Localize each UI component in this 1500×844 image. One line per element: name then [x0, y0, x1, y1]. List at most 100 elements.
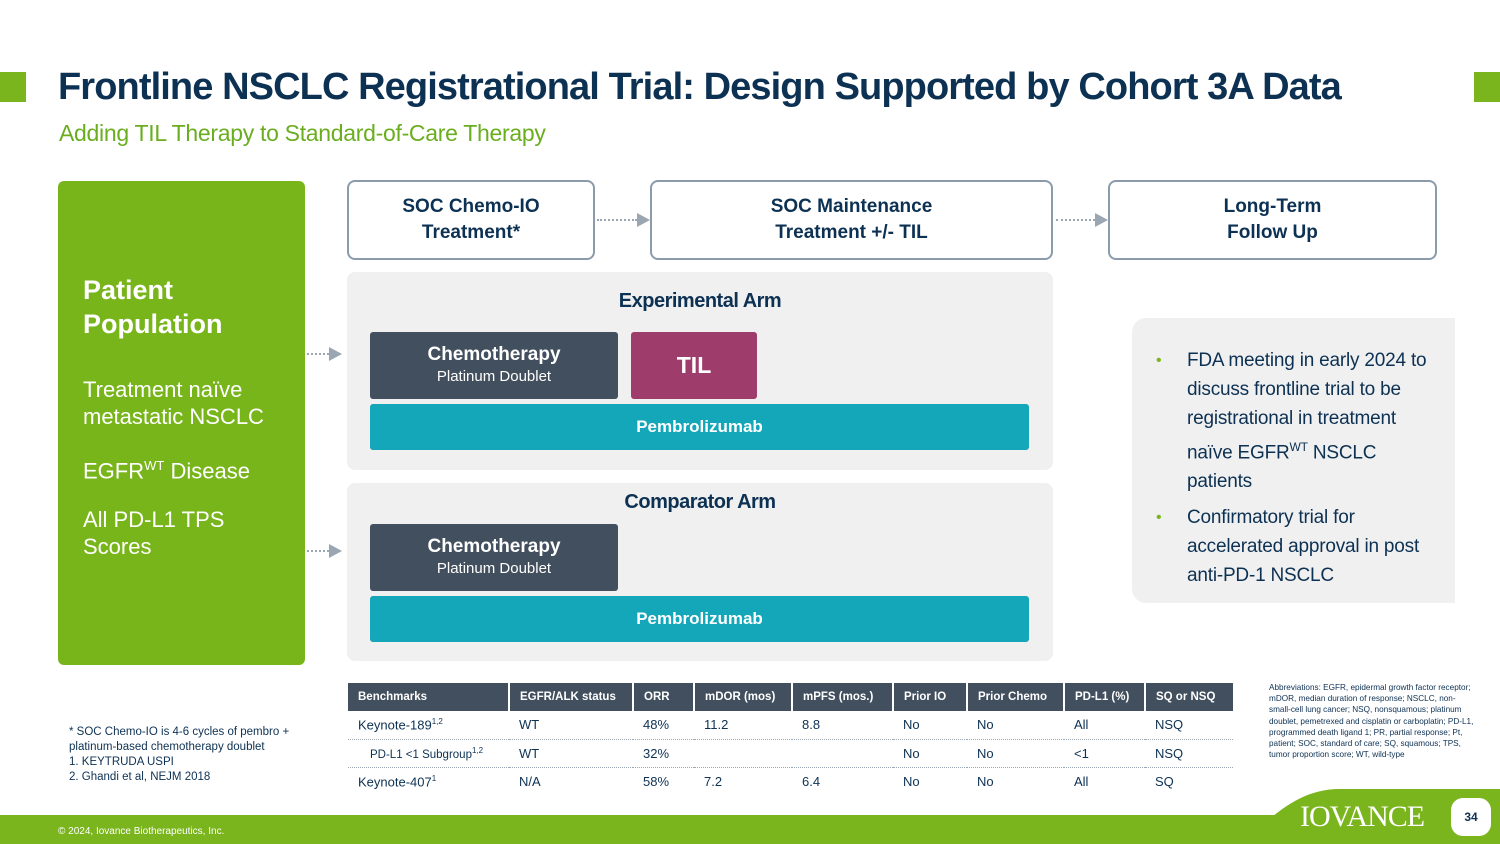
table-cell: No: [977, 773, 994, 789]
patient-population-panel: Patient Population Treatment naïve metas…: [58, 181, 305, 665]
bullet-text-main: FDA meeting in early 2024 to discuss fro…: [1187, 350, 1427, 464]
bullet-dot-icon: •: [1156, 509, 1162, 527]
table-cell: No: [967, 739, 1064, 768]
chemotherapy-sublabel: Platinum Doublet: [436, 560, 552, 577]
table-cell: [694, 739, 792, 768]
population-item-superscript: WT: [144, 458, 165, 473]
population-item-text: EGFR: [83, 458, 145, 484]
bullet-superscript: WT: [1289, 440, 1308, 454]
til-block: TIL: [631, 332, 757, 399]
table-cell: SQ: [1155, 773, 1174, 789]
population-item-treatment-naive: Treatment naïve metastatic NSCLC: [83, 376, 283, 430]
table-cell: No: [893, 739, 967, 768]
table-cell: NSQ: [1145, 739, 1233, 768]
table-cell: 6.4: [802, 773, 821, 789]
table-row: Keynote-4071 N/A 58% 7.2 6.4 No No All S…: [348, 767, 1233, 795]
benchmark-ref: 1,2: [471, 745, 484, 755]
table-cell: No: [967, 711, 1064, 740]
bullet-item: • FDA meeting in early 2024 to discuss f…: [1156, 346, 1435, 496]
experimental-pembrolizumab-bar: Pembrolizumab: [370, 404, 1029, 450]
bullet-text-after: NSCLC patients: [1187, 442, 1377, 493]
page-title: Frontline NSCLC Registrational Trial: De…: [58, 66, 1342, 108]
comparator-chemotherapy-block: Chemotherapy Platinum Doublet: [370, 524, 618, 591]
phase-soc-maintenance: SOC Maintenance Treatment +/- TIL: [650, 180, 1053, 260]
table-cell: [792, 739, 893, 768]
table-cell: WT: [509, 739, 633, 768]
bullet-item: • Confirmatory trial for accelerated app…: [1156, 503, 1435, 590]
column-header: Benchmarks: [348, 683, 510, 711]
dotted-connector: [307, 353, 329, 355]
phase-soc-chemo-io: SOC Chemo-IO Treatment*: [347, 180, 595, 260]
table-cell: 11.2: [694, 711, 792, 740]
table-cell: NSQ: [1145, 711, 1233, 740]
abbreviations-note: Abbreviations: EGFR, epidermal growth fa…: [1269, 683, 1474, 760]
experimental-arm-title: Experimental Arm: [618, 290, 782, 312]
benchmark-ref: 1: [431, 773, 437, 783]
column-header: ORR: [633, 683, 695, 711]
page-number: 34: [1451, 798, 1491, 836]
column-header: mPFS (mos.): [792, 683, 894, 711]
table-cell: PD-L1 <1 Subgroup1,2: [348, 739, 509, 768]
table-cell: Keynote-4071: [348, 767, 509, 795]
arrow-right-icon: [329, 544, 342, 558]
column-header: mDOR (mos): [694, 683, 793, 711]
column-header: Prior IO: [893, 683, 968, 711]
chemotherapy-label: Chemotherapy: [427, 344, 561, 365]
key-points-panel: • FDA meeting in early 2024 to discuss f…: [1132, 318, 1455, 603]
table-cell: 58%: [643, 773, 670, 789]
table-cell: 32%: [633, 739, 694, 768]
column-header: SQ or NSQ: [1145, 683, 1233, 711]
table-cell: All: [1074, 773, 1089, 789]
bullet-dot-icon: •: [1156, 352, 1162, 369]
chemotherapy-label: Chemotherapy: [427, 536, 561, 557]
comparator-pembrolizumab-bar: Pembrolizumab: [370, 596, 1029, 642]
copyright-text: © 2024, Iovance Biotherapeutics, Inc.: [58, 826, 225, 837]
arrow-right-icon: [1095, 213, 1108, 227]
table-row: Keynote-1891,2 WT 48% 11.2 8.8 No No All…: [348, 711, 1233, 740]
patient-population-title: Patient Population: [83, 275, 223, 339]
benchmark-name: Keynote-189: [358, 717, 432, 733]
table-cell: <1: [1064, 739, 1145, 768]
table-cell: 48%: [633, 711, 694, 740]
footnotes: * SOC Chemo-IO is 4-6 cycles of pembro +…: [69, 725, 309, 785]
table-cell: All: [1064, 711, 1145, 740]
experimental-chemotherapy-block: Chemotherapy Platinum Doublet: [370, 332, 618, 399]
dotted-connector: [597, 219, 637, 221]
arrow-right-icon: [329, 347, 342, 361]
population-item-text: All PD-L1 TPS Scores: [83, 507, 225, 560]
table-cell: 8.8: [792, 711, 893, 740]
column-header: PD-L1 (%): [1064, 683, 1146, 711]
footnote: * SOC Chemo-IO is 4-6 cycles of pembro +…: [69, 726, 290, 753]
comparator-arm-title: Comparator Arm: [624, 491, 776, 513]
table-cell: No: [893, 711, 967, 740]
iovance-logo: IOVANCE: [1300, 800, 1425, 833]
footer-band: [0, 815, 1500, 844]
accent-square-right: [1474, 72, 1500, 102]
column-header: Prior Chemo: [967, 683, 1065, 711]
table-row: PD-L1 <1 Subgroup1,2 WT 32% No No <1 NSQ: [348, 739, 1233, 768]
accent-square-left: [0, 72, 26, 102]
benchmarks-table: Benchmarks EGFR/ALK status ORR mDOR (mos…: [348, 683, 1233, 795]
benchmark-name: Keynote-407: [358, 773, 432, 789]
arrow-right-icon: [637, 213, 650, 227]
population-item-text-after: Disease: [164, 458, 250, 484]
phase-long-term-follow-up: Long-Term Follow Up: [1108, 180, 1437, 260]
population-item-pdl1: All PD-L1 TPS Scores: [83, 506, 283, 560]
table-header-row: Benchmarks EGFR/ALK status ORR mDOR (mos…: [348, 683, 1233, 711]
footnote: 1. KEYTRUDA USPI: [69, 756, 174, 768]
chemotherapy-sublabel: Platinum Doublet: [436, 368, 552, 385]
table-cell: No: [903, 773, 920, 789]
bullet-text: Confirmatory trial for accelerated appro…: [1187, 507, 1420, 587]
benchmark-ref: 1,2: [431, 717, 443, 727]
page-subtitle: Adding TIL Therapy to Standard-of-Care T…: [59, 120, 546, 146]
table-cell: Keynote-1891,2: [348, 711, 509, 740]
population-item-text: Treatment naïve metastatic NSCLC: [83, 377, 264, 429]
bullet-text: FDA meeting in early 2024 to discuss fro…: [1187, 346, 1435, 496]
footnote: 2. Ghandi et al, NEJM 2018: [69, 771, 211, 783]
benchmark-name: PD-L1 <1 Subgroup: [370, 748, 472, 761]
table-cell: 7.2: [704, 773, 723, 789]
table-cell: WT: [509, 711, 633, 740]
dotted-connector: [1056, 219, 1095, 221]
table-cell: N/A: [519, 773, 541, 789]
population-item-egfr: EGFRWT Disease: [83, 452, 283, 484]
